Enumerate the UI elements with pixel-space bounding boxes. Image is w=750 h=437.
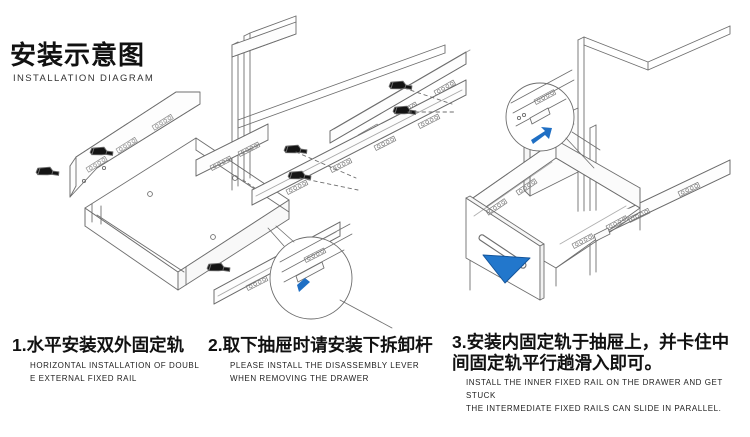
- outer-fixed-rail-upper: [329, 49, 471, 144]
- drawer-box-panel-3: [465, 139, 641, 301]
- arrow-latch-push: [531, 127, 552, 144]
- arrow-lever-press: [297, 278, 310, 292]
- step-2-label-cn: 2.取下抽屉时请安装下拆卸杆: [208, 335, 433, 356]
- step-1-en-line-1: HORIZONTAL INSTALLATION OF DOUBL: [30, 360, 200, 370]
- step-2-label-en: PLEASE INSTALL THE DISASSEMBLY LEVER WHE…: [230, 359, 433, 385]
- detail-circle-latch: [505, 69, 601, 169]
- page-title-block: 安装示意图 INSTALLATION DIAGRAM: [10, 40, 155, 85]
- step-2-en-line-2: WHEN REMOVING THE DRAWER: [230, 373, 369, 383]
- cabinet-frame-panel-2: [231, 15, 446, 191]
- step-3-text-cn: 安装内固定轨于抽屉上，并卡住中间固定轨平行趟滑入即可。: [452, 332, 730, 373]
- step-1-text-cn: 水平安装双外固定轨: [26, 335, 185, 355]
- step-3-label-en: INSTALL THE INNER FIXED RAIL ON THE DRAW…: [466, 376, 744, 416]
- diagram-artwork: [35, 15, 731, 329]
- panel-1-cabinet-frame-with-outer-rails: [35, 91, 290, 291]
- step-3-label-cn: 3.安装内固定轨于抽屉上，并卡住中间固定轨平行趟滑入即可。: [452, 332, 744, 374]
- intermediate-fixed-rail: [251, 79, 467, 206]
- page-title-en: INSTALLATION DIAGRAM: [13, 73, 155, 85]
- step-2-number: 2.: [208, 335, 223, 355]
- step-3-en-line-1: INSTALL THE INNER FIXED RAIL ON THE DRAW…: [466, 378, 723, 401]
- step-1-label-en: HORIZONTAL INSTALLATION OF DOUBL E EXTER…: [30, 359, 199, 385]
- outer-fixed-rail-left: [69, 91, 201, 198]
- panel-2-drawer-with-disassembly-lever: [195, 15, 471, 329]
- step-1-caption: 1.水平安装双外固定轨 HORIZONTAL INSTALLATION OF D…: [12, 335, 199, 385]
- page-title-cn: 安装示意图: [10, 40, 146, 70]
- step-3-number: 3.: [452, 332, 467, 352]
- step-2-text-cn: 取下抽屉时请安装下拆卸杆: [222, 335, 433, 355]
- step-captions: 1.水平安装双外固定轨 HORIZONTAL INSTALLATION OF D…: [0, 330, 750, 437]
- mounting-screws-panel-2: [283, 76, 455, 191]
- step-1-en-line-2: E EXTERNAL FIXED RAIL: [30, 373, 137, 383]
- disassembly-lever-rail: [195, 123, 269, 177]
- step-2-caption: 2.取下抽屉时请安装下拆卸杆 PLEASE INSTALL THE DISASS…: [208, 335, 433, 385]
- panel-3-drawer-sliding-into-cabinet: [465, 25, 731, 301]
- step-1-number: 1.: [12, 335, 27, 355]
- step-3-caption: 3.安装内固定轨于抽屉上，并卡住中间固定轨平行趟滑入即可。 INSTALL TH…: [452, 332, 744, 416]
- step-3-en-line-2: THE INTERMEDIATE FIXED RAILS CAN SLIDE I…: [466, 404, 722, 414]
- arrow-drawer-insert: [482, 254, 531, 284]
- detail-circle-lever: [267, 223, 393, 329]
- step-1-label-cn: 1.水平安装双外固定轨: [12, 335, 199, 356]
- step-2-en-line-1: PLEASE INSTALL THE DISASSEMBLY LEVER: [230, 360, 420, 370]
